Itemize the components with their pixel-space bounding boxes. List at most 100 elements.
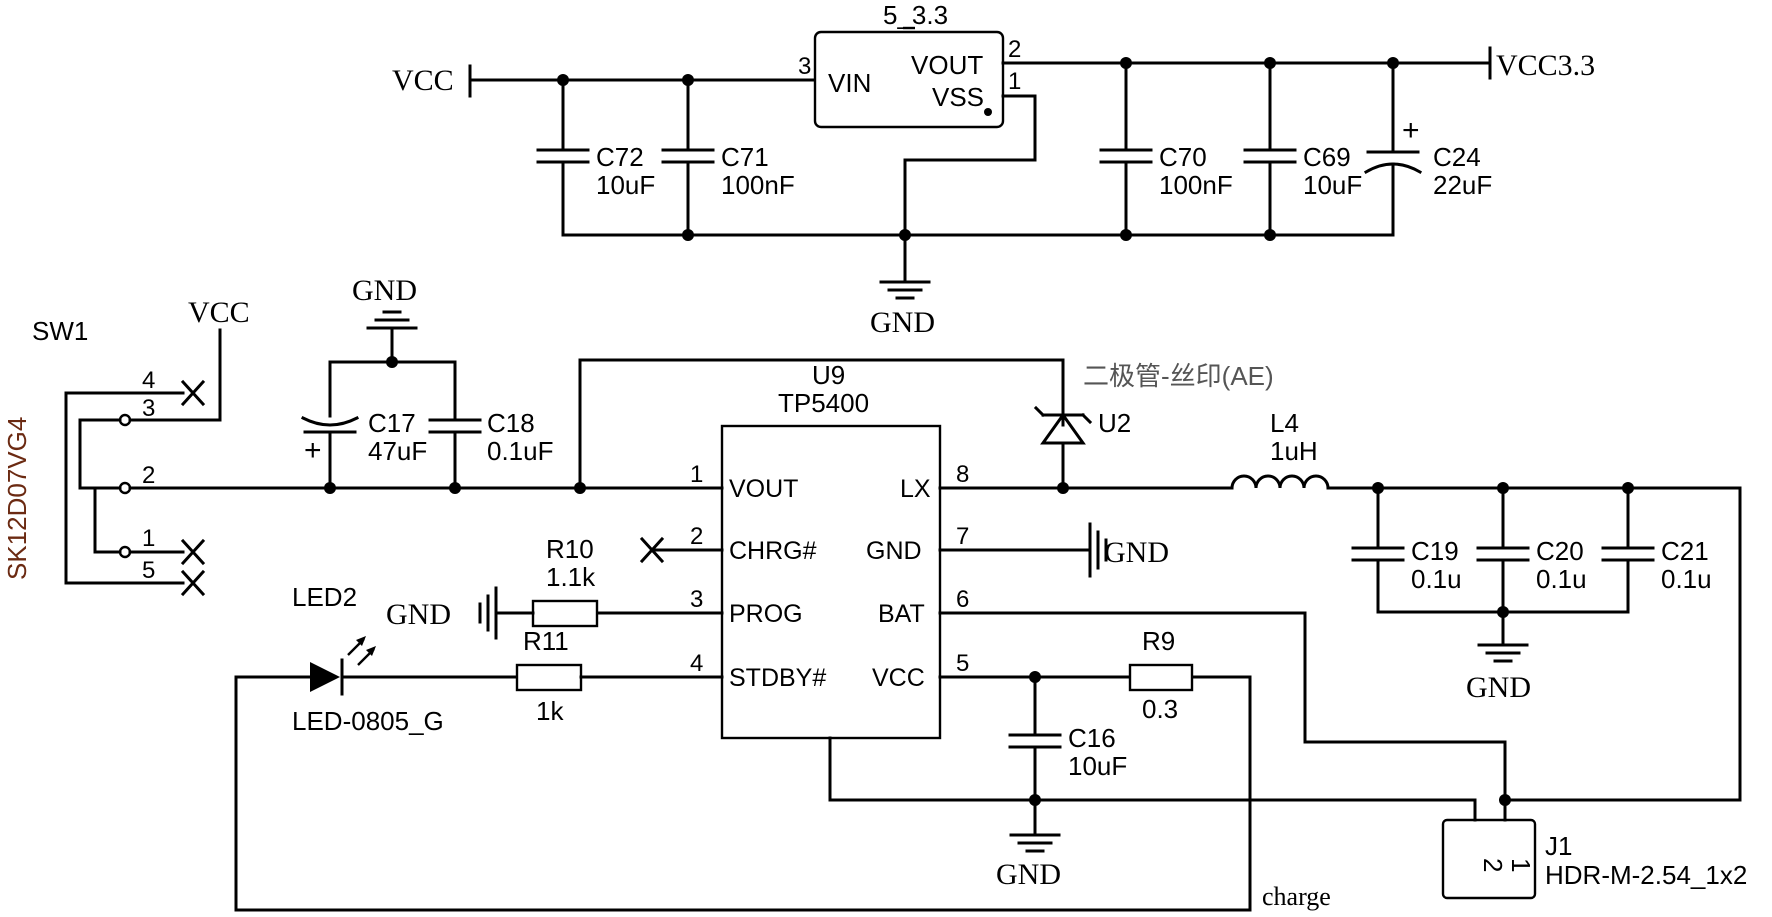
junction-dot: [1372, 482, 1384, 494]
u9-pin-num-7: 7: [956, 523, 969, 550]
u9-pin-name-lx: LX: [900, 475, 931, 503]
u9-pin2-nc: [639, 536, 665, 564]
c21-ref: C21: [1661, 536, 1709, 566]
diode-zener-tail: [1033, 405, 1046, 418]
u9-bottom-wire: [828, 736, 1477, 822]
sw-pin4-nc: [180, 379, 206, 407]
u9-gnd-label: GND: [1104, 536, 1169, 569]
regulator-pin-vin: VIN: [828, 68, 871, 98]
junction-dot: [1387, 57, 1399, 69]
c20-value: 0.1u: [1536, 564, 1587, 594]
regulator-body: [813, 30, 1005, 129]
sw-pin3-contact: [118, 413, 132, 427]
c17-plate-neg: [300, 415, 360, 427]
u9-pin-name-prog: PROG: [729, 600, 803, 628]
sw-outer-frame: [64, 391, 185, 585]
u9-part: TP5400: [778, 388, 869, 418]
u9-pin-num-6: 6: [956, 586, 969, 613]
c21-value: 0.1u: [1661, 564, 1712, 594]
c17-ref: C17: [368, 408, 416, 438]
u9-pin-name-vout: VOUT: [729, 475, 798, 503]
junction-dot: [682, 74, 694, 86]
c17-value: 47uF: [368, 436, 427, 466]
junction-dot: [1264, 229, 1276, 241]
sw-pin-num-4: 4: [142, 367, 155, 394]
c19-ref: C19: [1411, 536, 1459, 566]
c71-ref: C71: [721, 142, 769, 172]
u9-pin-num-3: 3: [690, 586, 703, 613]
u9-pin-name-gnd: GND: [866, 537, 922, 565]
inductor-value: 1uH: [1270, 436, 1318, 466]
diode-ref: U2: [1098, 408, 1131, 438]
c18-ref: C18: [487, 408, 535, 438]
diode-u2: U2 二极管-丝印(AE): [1033, 361, 1274, 494]
regulator-pin-vout: VOUT: [911, 50, 983, 80]
connector-j1: 2 1 J1 HDR-M-2.54_1x2: [1441, 798, 1747, 900]
vout-rail-section: GND + C17 47uF C18 0.1uF: [128, 274, 1065, 494]
j1-body: [1441, 818, 1537, 900]
junction-dot: [1057, 482, 1069, 494]
charge-loop-wire: [234, 675, 1252, 912]
diode-zener-tail: [1080, 412, 1093, 425]
c20-ref: C20: [1536, 536, 1584, 566]
c71-value: 100nF: [721, 170, 795, 200]
junction-dot: [1120, 229, 1132, 241]
junction-dot: [1029, 794, 1041, 806]
r11-ref: R11: [523, 626, 569, 656]
led-light-arrowhead: [366, 646, 376, 656]
u9-pin-num-1: 1: [690, 461, 703, 488]
r10-body: [531, 599, 599, 628]
r10-value: 1.1k: [546, 562, 596, 592]
c19-value: 0.1u: [1411, 564, 1462, 594]
r11-body: [515, 663, 583, 692]
u9-pin-num-2: 2: [690, 523, 703, 550]
sw-inner-frame-a: [78, 418, 109, 490]
u9-pin-num-4: 4: [690, 650, 703, 677]
c24-ref: C24: [1433, 142, 1481, 172]
junction-dot: [682, 229, 694, 241]
u9-pin-name-bat: BAT: [878, 600, 925, 628]
junction-dot: [324, 482, 336, 494]
j1-part: HDR-M-2.54_1x2: [1545, 860, 1747, 890]
regulator-pin-vss: VSS: [932, 82, 984, 112]
sw-pin1-nc: [180, 538, 206, 566]
led-triangle: [310, 662, 340, 692]
c17-gnd-label: GND: [352, 274, 417, 307]
c17-plus-mark: +: [304, 434, 322, 467]
junction-dot: [1264, 57, 1276, 69]
inductor-section: L4 1uH C19 0.1u C20 0.1u C21 0.1u GND: [1230, 408, 1742, 806]
regulator-num-vout: 2: [1008, 36, 1021, 63]
junction-dot: [899, 229, 911, 241]
vcc-switch-label: VCC: [188, 296, 250, 329]
u9-pin-num-5: 5: [956, 650, 969, 677]
c70-ref: C70: [1159, 142, 1207, 172]
r9-ref: R9: [1142, 626, 1175, 656]
sw-pin-num-3: 3: [142, 395, 155, 422]
c72-value: 10uF: [596, 170, 655, 200]
sw1-ref: SW1: [32, 316, 88, 346]
charge-label: charge: [1262, 882, 1331, 911]
junction-dot: [574, 482, 586, 494]
r9-value: 0.3: [1142, 694, 1178, 724]
junction-dot: [557, 74, 569, 86]
inductor-ref: L4: [1270, 408, 1299, 438]
regulator-section: VCC 5_3.3 VIN VOUT VSS 3 2 1 VCC3.3 GND …: [392, 0, 1595, 339]
u9-body: [720, 424, 942, 740]
u9-pin-name-stdby: STDBY#: [729, 664, 826, 692]
inductor-output-wire: [1326, 486, 1742, 802]
u9-pin-name-chrg: CHRG#: [729, 537, 817, 565]
j1-pin2-num: 2: [1478, 858, 1508, 872]
junction-dot: [1497, 606, 1509, 618]
u9-pin-num-8: 8: [956, 461, 969, 488]
diode-note: 二极管-丝印(AE): [1083, 361, 1274, 391]
u9-ref: U9: [812, 360, 845, 390]
junction-dot: [1622, 482, 1634, 494]
vss-wire: [903, 94, 1037, 237]
led-ref: LED2: [292, 582, 357, 612]
j1-ref: J1: [1545, 831, 1572, 861]
sw-pin5-nc: [180, 569, 206, 597]
vcc-input-label: VCC: [392, 64, 454, 97]
r10-section: R10 1.1k GND: [386, 534, 599, 640]
led-part: LED-0805_G: [292, 706, 444, 736]
